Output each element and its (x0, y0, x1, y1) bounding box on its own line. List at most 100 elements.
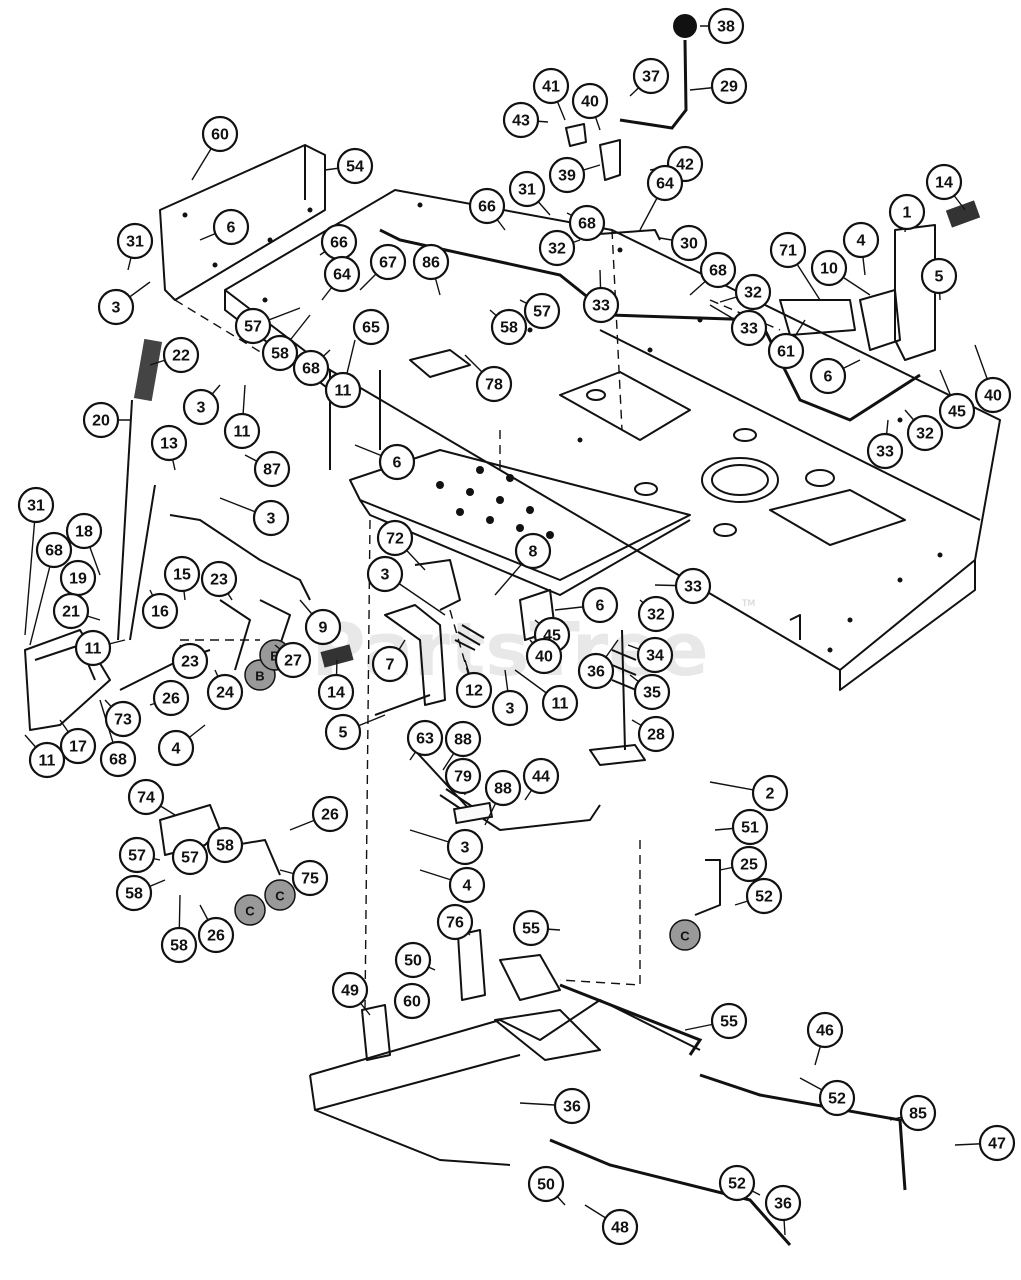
callout-circle (974, 376, 1012, 414)
callout-circle (810, 249, 848, 287)
callout-circle (637, 715, 675, 753)
callout-label: 32 (916, 426, 934, 443)
callout-label: 48 (611, 1220, 629, 1237)
callout-43: 43 (502, 101, 549, 139)
callout-circle (412, 243, 450, 281)
callout-label: 40 (984, 388, 1002, 405)
callout-14: 14 (925, 163, 966, 211)
callout-circle (331, 971, 369, 1009)
callout-40: 40 (974, 344, 1012, 414)
callout-circle (718, 1164, 756, 1202)
callout-circle (127, 778, 165, 816)
callout-label: 6 (596, 598, 605, 615)
callout-47: 47 (954, 1124, 1016, 1162)
callout-60: 60 (191, 115, 239, 181)
callout-79: 79 (444, 757, 482, 796)
callout-circle (197, 916, 235, 954)
callout-label: 14 (935, 175, 953, 192)
callout-circle (118, 836, 156, 874)
front-cross-member (309, 954, 701, 1166)
callout-label: 61 (777, 344, 795, 361)
hardware-marker-letter: C (245, 904, 255, 919)
callout-label: 26 (207, 928, 225, 945)
callout-label: 38 (717, 19, 735, 36)
callout-label: 76 (446, 915, 464, 932)
callout-circle (116, 222, 154, 260)
callout-65: 65 (352, 308, 390, 346)
callout-33: 33 (654, 567, 712, 605)
callout-58: 58 (115, 874, 166, 912)
callout-label: 3 (267, 511, 276, 528)
callout-85: 85 (889, 1094, 937, 1132)
callout-circle (200, 560, 238, 598)
callout-circle (171, 838, 209, 876)
callout-label: 37 (642, 69, 660, 86)
callout-circle (707, 7, 745, 45)
callout-26: 26 (149, 679, 190, 717)
callout-label: 11 (39, 753, 56, 770)
callout-label: 26 (321, 807, 339, 824)
callout-circle (448, 866, 486, 904)
callout-label: 47 (988, 1136, 1006, 1153)
callout-7: 7 (371, 639, 409, 683)
callout-5: 5 (920, 257, 958, 301)
callout-circle (436, 903, 474, 941)
callout-26: 26 (197, 904, 235, 954)
callout-circle (581, 586, 619, 624)
callout-6: 6 (554, 586, 619, 624)
callout-label: 57 (533, 304, 551, 321)
callout-38: 38 (700, 7, 745, 45)
callout-14: 14 (317, 659, 355, 711)
callout-58: 58 (160, 894, 198, 964)
callout-circle (731, 808, 769, 846)
callout-label: 40 (535, 649, 553, 666)
callout-circle (751, 774, 789, 812)
callout-67: 67 (359, 243, 407, 291)
callout-label: 57 (128, 848, 146, 865)
callout-71: 71 (769, 231, 821, 301)
callout-label: 21 (62, 604, 80, 621)
callout-circle (730, 309, 768, 347)
callout-circle (317, 673, 355, 711)
callout-2: 2 (709, 774, 789, 812)
callout-label: 12 (465, 683, 483, 700)
callout-46: 46 (806, 1011, 844, 1066)
callout-circle (292, 349, 330, 387)
callout-label: 3 (461, 840, 470, 857)
callout-57: 57 (519, 292, 561, 330)
callout-33: 33 (709, 304, 768, 347)
callout-circle (376, 519, 414, 557)
callout-78: 78 (464, 354, 513, 403)
hardware-marker-c: C (234, 894, 266, 926)
callout-label: 6 (824, 369, 833, 386)
callout-label: 36 (563, 1099, 581, 1116)
callout-label: 88 (454, 732, 472, 749)
callout-3: 3 (182, 384, 221, 426)
callout-circle (538, 229, 576, 267)
callout-label: 45 (948, 404, 966, 421)
callout-label: 7 (386, 657, 395, 674)
callout-68: 68 (566, 204, 606, 242)
callout-circle (806, 1011, 844, 1049)
callout-circle (767, 332, 805, 370)
callout-circle (74, 629, 112, 667)
center-pedal (320, 604, 446, 716)
callout-circle (582, 286, 620, 324)
callout-circle (899, 1094, 937, 1132)
callout-4: 4 (842, 221, 880, 276)
callout-11: 11 (324, 339, 362, 409)
callout-label: 32 (744, 285, 762, 302)
callout-label: 52 (755, 889, 773, 906)
callout-24: 24 (206, 669, 244, 711)
callout-circle (35, 531, 73, 569)
callout-34: 34 (627, 636, 674, 674)
callout-30: 30 (659, 224, 708, 262)
callout-label: 13 (160, 436, 178, 453)
callout-circle (152, 679, 190, 717)
callout-circle (261, 334, 299, 372)
callout-21: 21 (52, 592, 101, 630)
callout-label: 33 (592, 298, 610, 315)
callout-label: 58 (500, 320, 518, 337)
callout-label: 71 (779, 243, 797, 260)
hardware-marker-letter: B (255, 669, 264, 684)
